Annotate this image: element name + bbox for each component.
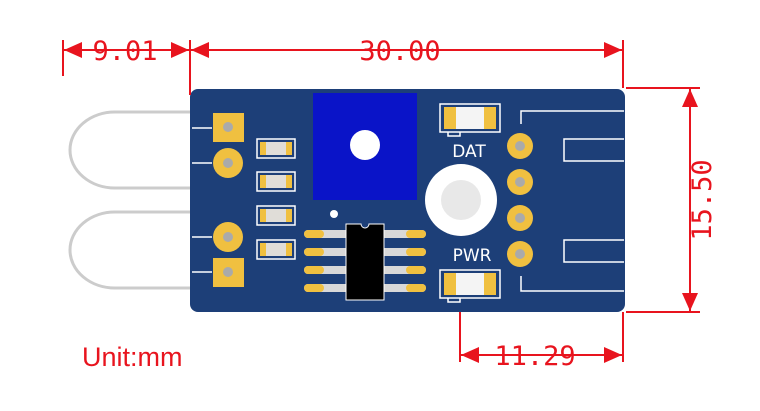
dimension-lead-length: 9.01 (92, 36, 157, 67)
unit-note: Unit:mm (82, 342, 183, 372)
dimension-board-height: 15.50 (687, 159, 718, 240)
pcb-board: DAT PWR (190, 89, 625, 312)
led-dat (439, 103, 501, 137)
potentiometer-knob (350, 130, 380, 160)
comparator-ic (304, 210, 426, 301)
dimension-board-length: 30.00 (359, 36, 440, 67)
dat-label: DAT (452, 142, 486, 162)
connector-outline (520, 110, 624, 292)
smd-resistors (256, 138, 296, 260)
dimension-hole-offset: 11.29 (494, 341, 575, 372)
pwr-label: PWR (453, 246, 492, 266)
header-pins (507, 133, 533, 267)
sensor-pads (192, 113, 244, 287)
dimension-lines (62, 40, 700, 363)
led-pwr (439, 269, 501, 303)
component-leads (68, 110, 190, 290)
